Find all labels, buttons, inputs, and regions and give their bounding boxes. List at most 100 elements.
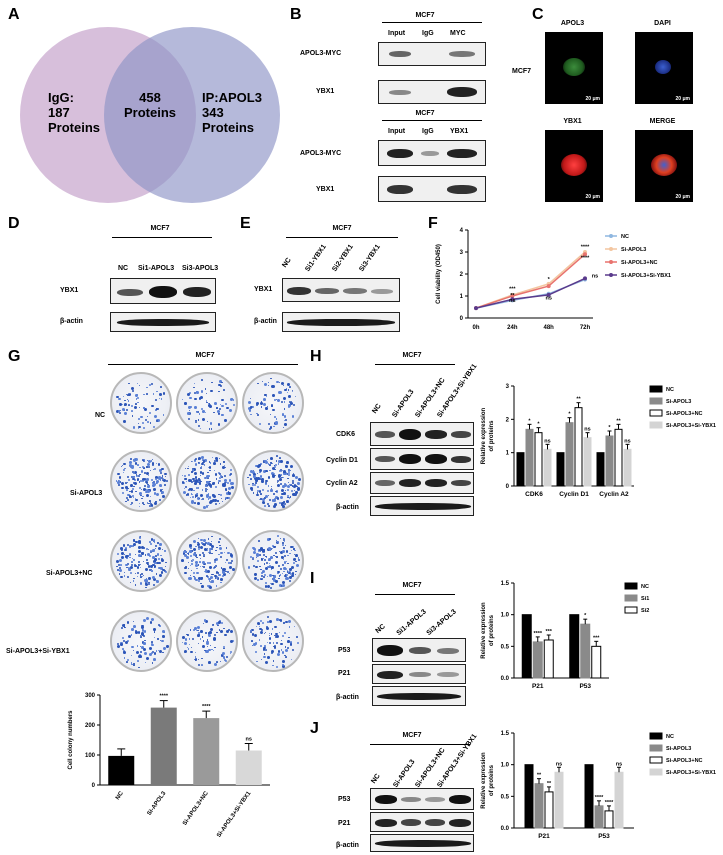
colony	[213, 462, 217, 466]
colony	[209, 422, 213, 425]
colony	[202, 553, 206, 557]
colony	[271, 462, 273, 465]
h-plot-bar	[565, 422, 574, 487]
colony	[153, 468, 156, 471]
colony	[211, 552, 213, 555]
j-plot-legend-label: Si-APOL3+Si-YBX1	[666, 770, 716, 776]
colony	[186, 492, 190, 496]
colony	[208, 461, 210, 463]
colony	[281, 583, 285, 587]
i-plot-legend-label: Si1	[641, 596, 649, 602]
colony	[251, 629, 254, 632]
colony	[145, 578, 148, 580]
colony	[195, 651, 197, 654]
colony	[249, 556, 252, 559]
colony	[142, 495, 144, 497]
colony	[274, 625, 277, 629]
colony	[260, 558, 263, 561]
colony	[134, 629, 138, 633]
colony	[200, 480, 202, 483]
colony	[230, 482, 232, 485]
colony	[208, 633, 212, 637]
colony	[188, 392, 191, 395]
colony	[140, 494, 142, 497]
colony	[149, 384, 152, 387]
f-xtick-label: 24h	[507, 325, 518, 331]
colony	[216, 624, 219, 627]
colony	[157, 542, 159, 544]
colony	[257, 473, 259, 475]
colony	[210, 462, 212, 464]
colony	[148, 502, 150, 505]
colony	[271, 547, 274, 550]
f-point	[546, 292, 551, 297]
colony	[280, 495, 284, 499]
colony	[119, 481, 122, 483]
colony	[291, 485, 294, 487]
colony	[189, 574, 192, 577]
colony	[200, 456, 204, 460]
colony	[265, 494, 269, 498]
colony	[191, 471, 193, 473]
colony	[186, 494, 188, 496]
colony	[195, 561, 198, 564]
colony	[199, 638, 201, 640]
colony	[130, 582, 132, 584]
colony	[123, 640, 126, 643]
colony	[133, 482, 137, 485]
colony	[265, 555, 268, 558]
colony	[269, 426, 273, 429]
colony	[255, 553, 259, 557]
colony	[187, 465, 190, 468]
colony	[296, 485, 298, 487]
colony	[149, 540, 151, 543]
colony	[274, 545, 276, 548]
colony	[189, 488, 191, 490]
colony	[224, 498, 227, 500]
colony	[139, 535, 142, 538]
colony	[256, 493, 259, 497]
colony	[270, 457, 274, 460]
colony	[275, 418, 277, 420]
colony	[209, 500, 213, 504]
colony	[147, 548, 150, 551]
colony	[136, 651, 140, 655]
colony	[146, 548, 149, 551]
colony	[127, 555, 130, 557]
colony	[202, 552, 205, 555]
f-annotation: ****	[581, 256, 590, 262]
colony	[284, 574, 287, 576]
colony	[273, 492, 275, 495]
colony	[219, 472, 222, 476]
colony	[125, 554, 129, 558]
g-bar	[193, 718, 220, 785]
colony	[191, 495, 195, 499]
h-plot-legend-swatch	[649, 421, 663, 429]
colony	[220, 381, 223, 384]
g-sig: ****	[159, 694, 168, 700]
colony	[263, 461, 265, 463]
h-plot-ylabel: Relative expression	[481, 407, 487, 464]
colony	[145, 567, 149, 571]
colony	[207, 505, 209, 507]
colony	[218, 390, 221, 393]
f-point	[510, 294, 515, 298]
h-row-cyclind1: Cyclin D1	[326, 457, 358, 464]
colony	[202, 461, 204, 464]
colony	[193, 553, 197, 557]
colony	[289, 386, 292, 388]
d-row-ybx1: YBX1	[60, 287, 79, 294]
colony	[256, 401, 260, 405]
colony	[199, 494, 203, 498]
colony	[229, 629, 233, 633]
colony	[184, 474, 187, 477]
colony	[144, 478, 147, 480]
colony	[213, 495, 217, 499]
h-col-siapol3siybx1: Si-APOL3+Si-YBX1	[436, 362, 479, 419]
colony	[262, 621, 265, 624]
f-legend-label: Si-APOL3+NC	[621, 260, 658, 266]
colony	[281, 484, 285, 488]
e-col-si1: Si1-YBX1	[304, 243, 328, 273]
colony	[197, 487, 200, 489]
colony	[283, 561, 287, 564]
